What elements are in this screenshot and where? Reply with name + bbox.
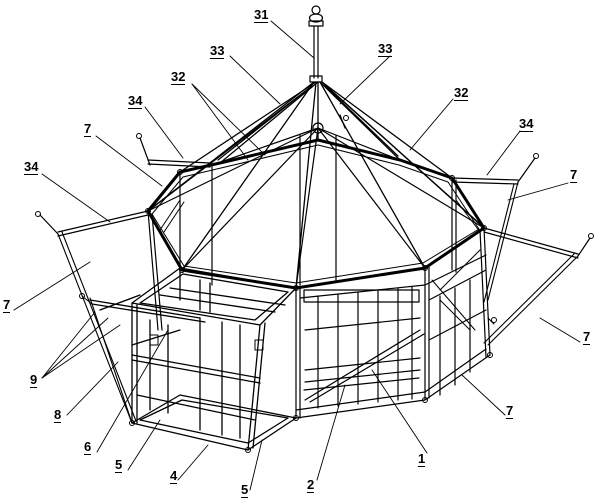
label-5-left: 5 [115,457,123,473]
label-7-lower-right: 7 [506,403,514,419]
label-34-right: 34 [519,116,534,132]
label-7-upper-left: 7 [84,121,92,137]
label-7-left: 7 [3,297,11,313]
label-33-left: 33 [210,43,225,59]
wall-posts [147,165,491,419]
label-5-mid: 5 [241,482,249,498]
label-8: 8 [54,407,62,423]
finial [308,5,324,83]
label-4: 4 [170,468,178,484]
roof-rafters [147,81,485,289]
label-1: 1 [418,451,426,467]
label-9: 9 [30,372,38,388]
floor-deck [295,254,491,419]
label-7-right: 7 [583,329,591,345]
pin-tips [35,115,594,323]
label-6: 6 [84,439,92,455]
label-34-upper-left: 34 [128,93,143,109]
outrigger-arms [39,114,591,259]
label-34-left: 34 [24,159,39,175]
label-31: 31 [254,7,269,23]
label-7-right-top: 7 [570,167,578,183]
joints [129,169,493,453]
label-33-right: 33 [378,41,393,57]
label-2: 2 [307,477,315,493]
front-module [89,267,297,451]
leader-lines [13,20,581,491]
label-32-right: 32 [454,85,469,101]
label-32-left: 32 [171,69,186,85]
